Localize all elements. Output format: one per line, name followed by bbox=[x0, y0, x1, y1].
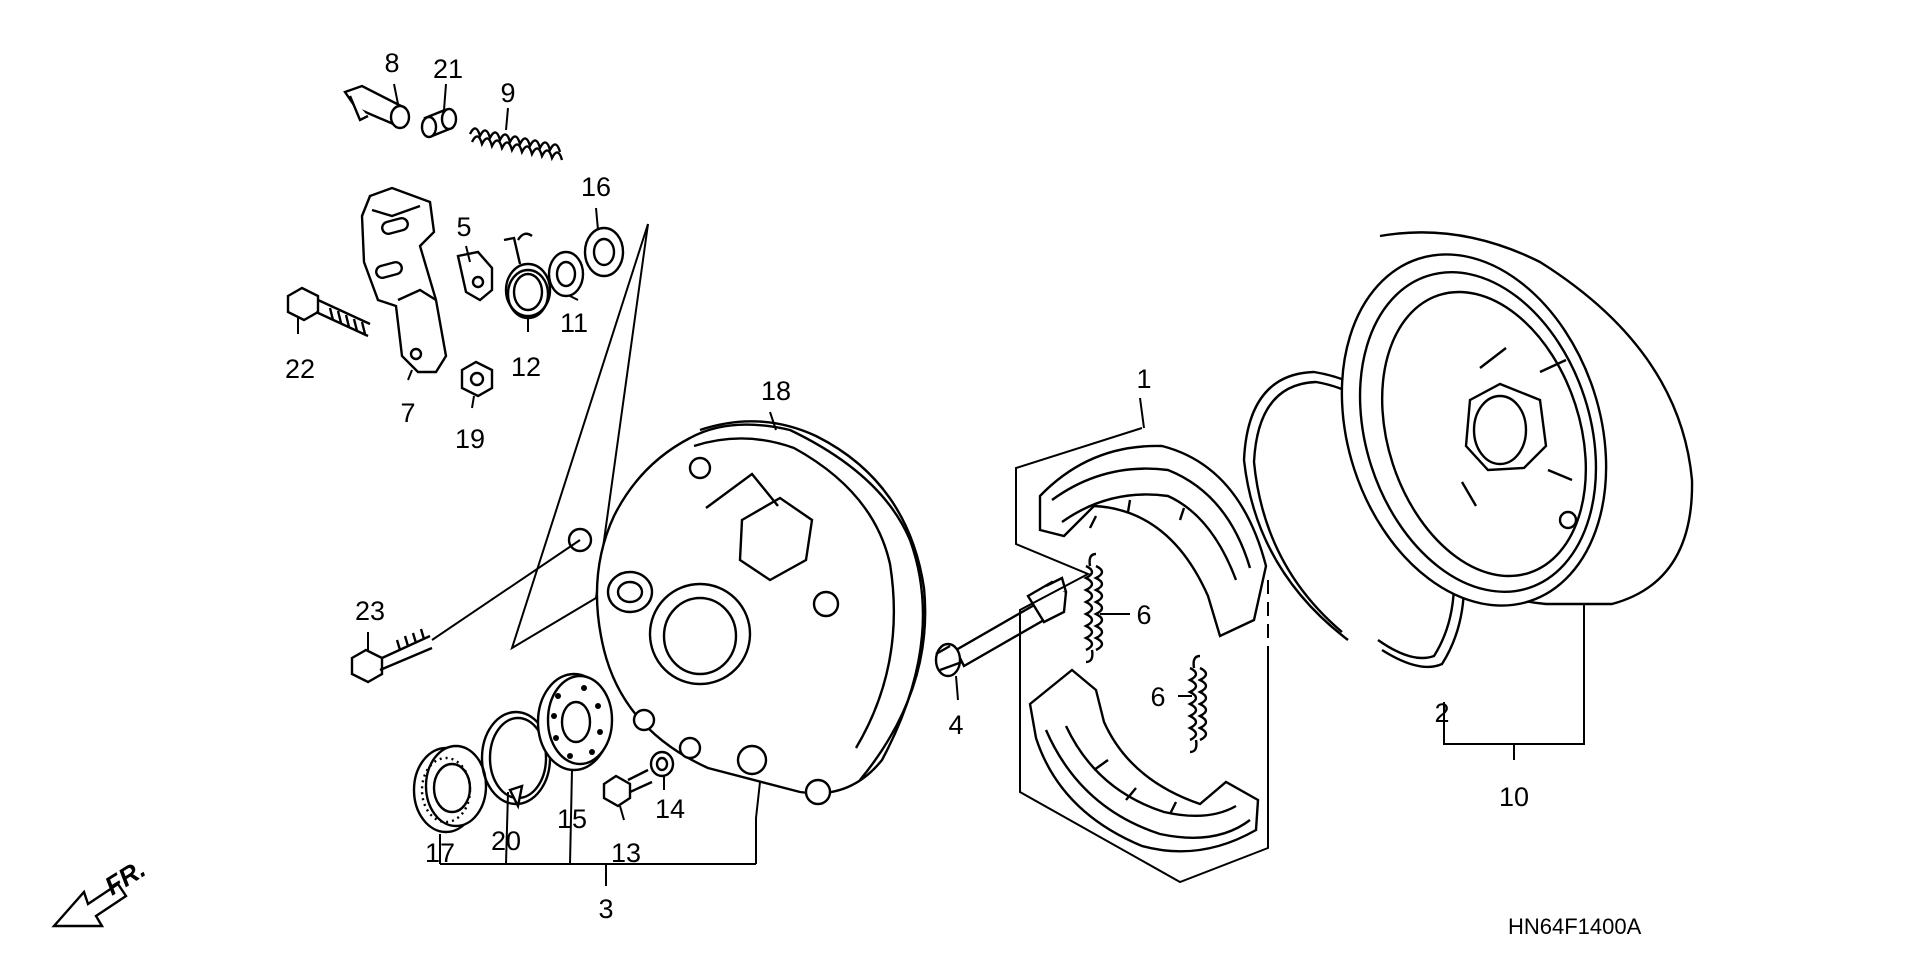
callout-15: 15 bbox=[557, 804, 587, 834]
callout-6-lower: 6 bbox=[1150, 682, 1165, 712]
callout-10: 10 bbox=[1499, 782, 1529, 812]
part-7-brake-arm bbox=[360, 186, 448, 374]
callout-18: 18 bbox=[761, 376, 791, 406]
diagram-code: HN64F1400A bbox=[1508, 914, 1642, 939]
callout-6-upper: 6 bbox=[1136, 600, 1151, 630]
callout-7: 7 bbox=[400, 398, 415, 428]
part-21-collar bbox=[420, 107, 458, 139]
part-6-spring-upper bbox=[1083, 552, 1104, 664]
part-1-lower-shoe bbox=[1028, 668, 1260, 853]
callout-3: 3 bbox=[598, 894, 613, 924]
callout-4: 4 bbox=[948, 710, 963, 740]
part-1-upper-shoe bbox=[1038, 444, 1268, 638]
callout-14: 14 bbox=[655, 794, 685, 824]
part-12-return-spring bbox=[500, 232, 552, 320]
part-8-lever-pin bbox=[343, 84, 411, 130]
part-10-brake-drum bbox=[1340, 231, 1694, 607]
part-14-washer bbox=[649, 750, 675, 778]
callout-5: 5 bbox=[456, 212, 471, 242]
callout-8: 8 bbox=[384, 48, 399, 78]
callout-21: 21 bbox=[433, 54, 463, 84]
callout-13: 13 bbox=[611, 838, 641, 868]
part-22-bolt bbox=[286, 286, 371, 338]
callout-16: 16 bbox=[581, 172, 611, 202]
callout-1: 1 bbox=[1136, 364, 1151, 394]
part-17-oil-seal bbox=[412, 744, 488, 834]
part-23-bolt bbox=[350, 539, 581, 684]
assembly-guide-line bbox=[595, 223, 649, 599]
part-6-spring-lower bbox=[1187, 654, 1208, 754]
callout-20: 20 bbox=[491, 826, 521, 856]
part-19-nut bbox=[460, 360, 494, 398]
part-9-spring bbox=[468, 127, 564, 162]
callout-12: 12 bbox=[511, 352, 541, 382]
part-20-circlip bbox=[480, 710, 552, 810]
leader-lines bbox=[297, 83, 1585, 886]
callout-9: 9 bbox=[500, 78, 515, 108]
part-5-indicator-plate bbox=[456, 250, 494, 302]
part-1-boundary bbox=[1015, 427, 1269, 884]
callout-2: 2 bbox=[1434, 698, 1449, 728]
callout-labels: 8 21 9 16 5 11 12 22 7 19 18 1 6 6 4 23 … bbox=[285, 48, 1529, 924]
part-13-bolt bbox=[602, 768, 653, 808]
callout-19: 19 bbox=[455, 424, 485, 454]
callout-23: 23 bbox=[355, 596, 385, 626]
callout-11: 11 bbox=[560, 308, 588, 338]
part-16-seal bbox=[583, 226, 625, 278]
callout-17: 17 bbox=[425, 838, 455, 868]
part-4-cam-shaft bbox=[934, 576, 1068, 678]
assembly-guide-triangle bbox=[510, 223, 649, 651]
part-15-bearing bbox=[536, 672, 614, 772]
part-11-seal bbox=[547, 250, 585, 298]
callout-22: 22 bbox=[285, 354, 315, 384]
front-direction-indicator: FR. bbox=[51, 853, 151, 928]
part-18-brake-panel bbox=[567, 420, 927, 806]
front-arrow-icon bbox=[51, 882, 128, 928]
